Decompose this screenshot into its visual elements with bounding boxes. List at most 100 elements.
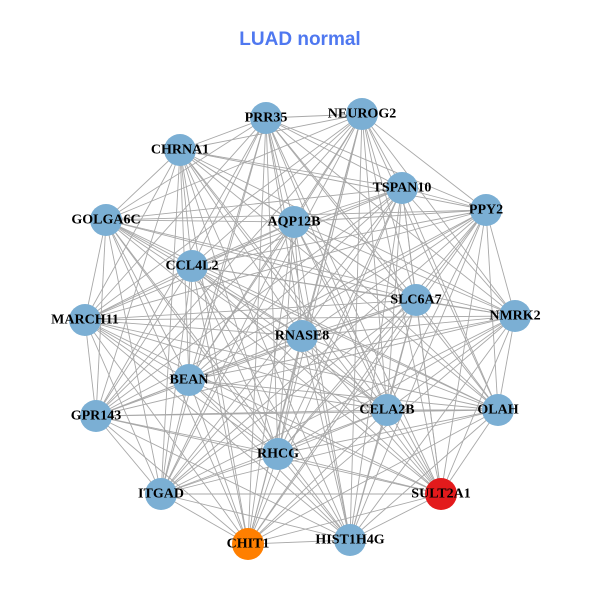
node-prr35[interactable]: PRR35	[245, 102, 288, 134]
node-itgad[interactable]: ITGAD	[138, 478, 184, 510]
node-bean[interactable]: BEAN	[170, 364, 209, 396]
edge-AQP12B-CHIT1	[247, 221, 295, 545]
node-label: AQP12B	[268, 215, 321, 230]
edge-CCL4L2-GPR143	[95, 265, 193, 417]
node-chit1[interactable]: CHIT1	[227, 528, 270, 560]
node-circle[interactable]	[232, 528, 264, 560]
edge-AQP12B-SLC6A7	[293, 221, 417, 301]
node-chrna1[interactable]: CHRNA1	[151, 134, 209, 166]
edge-BEAN-CHIT1	[188, 379, 249, 545]
edge-GPR143-HIST1H4G	[95, 415, 351, 541]
edge-PPY2-BEAN	[188, 209, 487, 381]
node-circle[interactable]	[69, 304, 101, 336]
edge-PPY2-ITGAD	[160, 209, 487, 495]
node-label: GOLGA6C	[71, 213, 140, 228]
node-aqp12b[interactable]: AQP12B	[268, 206, 321, 238]
node-circle[interactable]	[371, 394, 403, 426]
edge-PPY2-RNASE8	[301, 209, 487, 337]
edge-NEUROG2-NMRK2	[361, 113, 516, 317]
edge-TSPAN10-ITGAD	[160, 187, 403, 495]
node-circle[interactable]	[346, 98, 378, 130]
edge-GOLGA6C-MARCH11	[84, 219, 107, 321]
edge-OLAH-HIST1H4G	[349, 409, 499, 541]
node-circle[interactable]	[250, 102, 282, 134]
node-circle[interactable]	[173, 364, 205, 396]
edge-MARCH11-SULT2A1	[84, 319, 442, 495]
edge-NMRK2-RHCG	[277, 315, 516, 455]
edge-AQP12B-NMRK2	[293, 221, 516, 317]
edge-NMRK2-HIST1H4G	[349, 315, 516, 541]
node-circle[interactable]	[470, 194, 502, 226]
edge-AQP12B-ITGAD	[160, 221, 295, 495]
edge-ITGAD-HIST1H4G	[160, 493, 351, 541]
node-gpr143[interactable]: GPR143	[71, 400, 122, 432]
edge-AQP12B-CCL4L2	[191, 221, 295, 267]
edge-NEUROG2-CELA2B	[361, 113, 388, 411]
node-sult2a1[interactable]: SULT2A1	[411, 478, 471, 510]
figure-title: LUAD normal	[239, 29, 361, 50]
edge-BEAN-OLAH	[188, 379, 499, 411]
node-ppy2[interactable]: PPY2	[469, 194, 503, 226]
node-rhcg[interactable]: RHCG	[257, 438, 299, 470]
edge-PRR35-NEUROG2	[265, 113, 363, 119]
edge-SLC6A7-RNASE8	[301, 299, 417, 337]
node-ccl4l2[interactable]: CCL4L2	[166, 250, 219, 282]
edge-TSPAN10-CELA2B	[386, 187, 403, 411]
node-neurog2[interactable]: NEUROG2	[328, 98, 396, 130]
edge-MARCH11-RNASE8	[84, 319, 303, 337]
node-label: OLAH	[477, 403, 518, 418]
node-circle[interactable]	[425, 478, 457, 510]
node-circle[interactable]	[90, 204, 122, 236]
node-golga6c[interactable]: GOLGA6C	[71, 204, 141, 236]
node-circle[interactable]	[334, 524, 366, 556]
edge-RHCG-HIST1H4G	[277, 453, 351, 541]
node-label: CHRNA1	[151, 143, 209, 158]
node-label: NMRK2	[489, 309, 540, 324]
node-circle[interactable]	[262, 438, 294, 470]
node-cela2b[interactable]: CELA2B	[359, 394, 415, 426]
edge-SLC6A7-NMRK2	[415, 299, 516, 317]
node-label: GPR143	[71, 409, 122, 424]
node-olah[interactable]: OLAH	[477, 394, 519, 426]
edge-GPR143-RHCG	[95, 415, 279, 455]
node-circle[interactable]	[164, 134, 196, 166]
node-slc6a7[interactable]: SLC6A7	[390, 284, 442, 316]
node-rnase8[interactable]: RNASE8	[275, 320, 329, 352]
edge-NMRK2-MARCH11	[84, 315, 516, 321]
edge-PPY2-RHCG	[277, 209, 487, 455]
edge-CHRNA1-MARCH11	[84, 149, 181, 321]
edge-PRR35-NMRK2	[265, 117, 516, 317]
edge-SULT2A1-CHIT1	[247, 493, 442, 545]
edge-ITGAD-CHIT1	[160, 493, 249, 545]
node-circle[interactable]	[80, 400, 112, 432]
node-hist1h4g[interactable]: HIST1H4G	[315, 524, 385, 556]
node-nmrk2[interactable]: NMRK2	[489, 300, 541, 332]
edge-GPR143-CHIT1	[95, 415, 249, 545]
node-circle[interactable]	[145, 478, 177, 510]
node-circle[interactable]	[386, 172, 418, 204]
edge-PRR35-CELA2B	[265, 117, 388, 411]
edge-SLC6A7-GPR143	[95, 299, 417, 417]
edge-GOLGA6C-RNASE8	[105, 219, 303, 337]
edge-PPY2-CCL4L2	[191, 209, 487, 267]
edge-BEAN-CELA2B	[188, 379, 388, 411]
node-tspan10[interactable]: TSPAN10	[373, 172, 432, 204]
node-circle[interactable]	[499, 300, 531, 332]
node-march11[interactable]: MARCH11	[51, 304, 119, 336]
edge-OLAH-RHCG	[277, 409, 499, 455]
edge-PPY2-SULT2A1	[440, 209, 487, 495]
edge-MARCH11-HIST1H4G	[84, 319, 351, 541]
edge-PRR35-TSPAN10	[265, 117, 403, 189]
edge-BEAN-GPR143	[95, 379, 190, 417]
node-label: RNASE8	[275, 329, 329, 344]
node-circle[interactable]	[400, 284, 432, 316]
edge-NEUROG2-PPY2	[361, 113, 487, 211]
edge-NEUROG2-ITGAD	[160, 113, 363, 495]
edge-PPY2-NMRK2	[485, 209, 516, 317]
node-circle[interactable]	[176, 250, 208, 282]
node-circle[interactable]	[278, 206, 310, 238]
node-circle[interactable]	[482, 394, 514, 426]
edge-SLC6A7-ITGAD	[160, 299, 417, 495]
node-circle[interactable]	[286, 320, 318, 352]
